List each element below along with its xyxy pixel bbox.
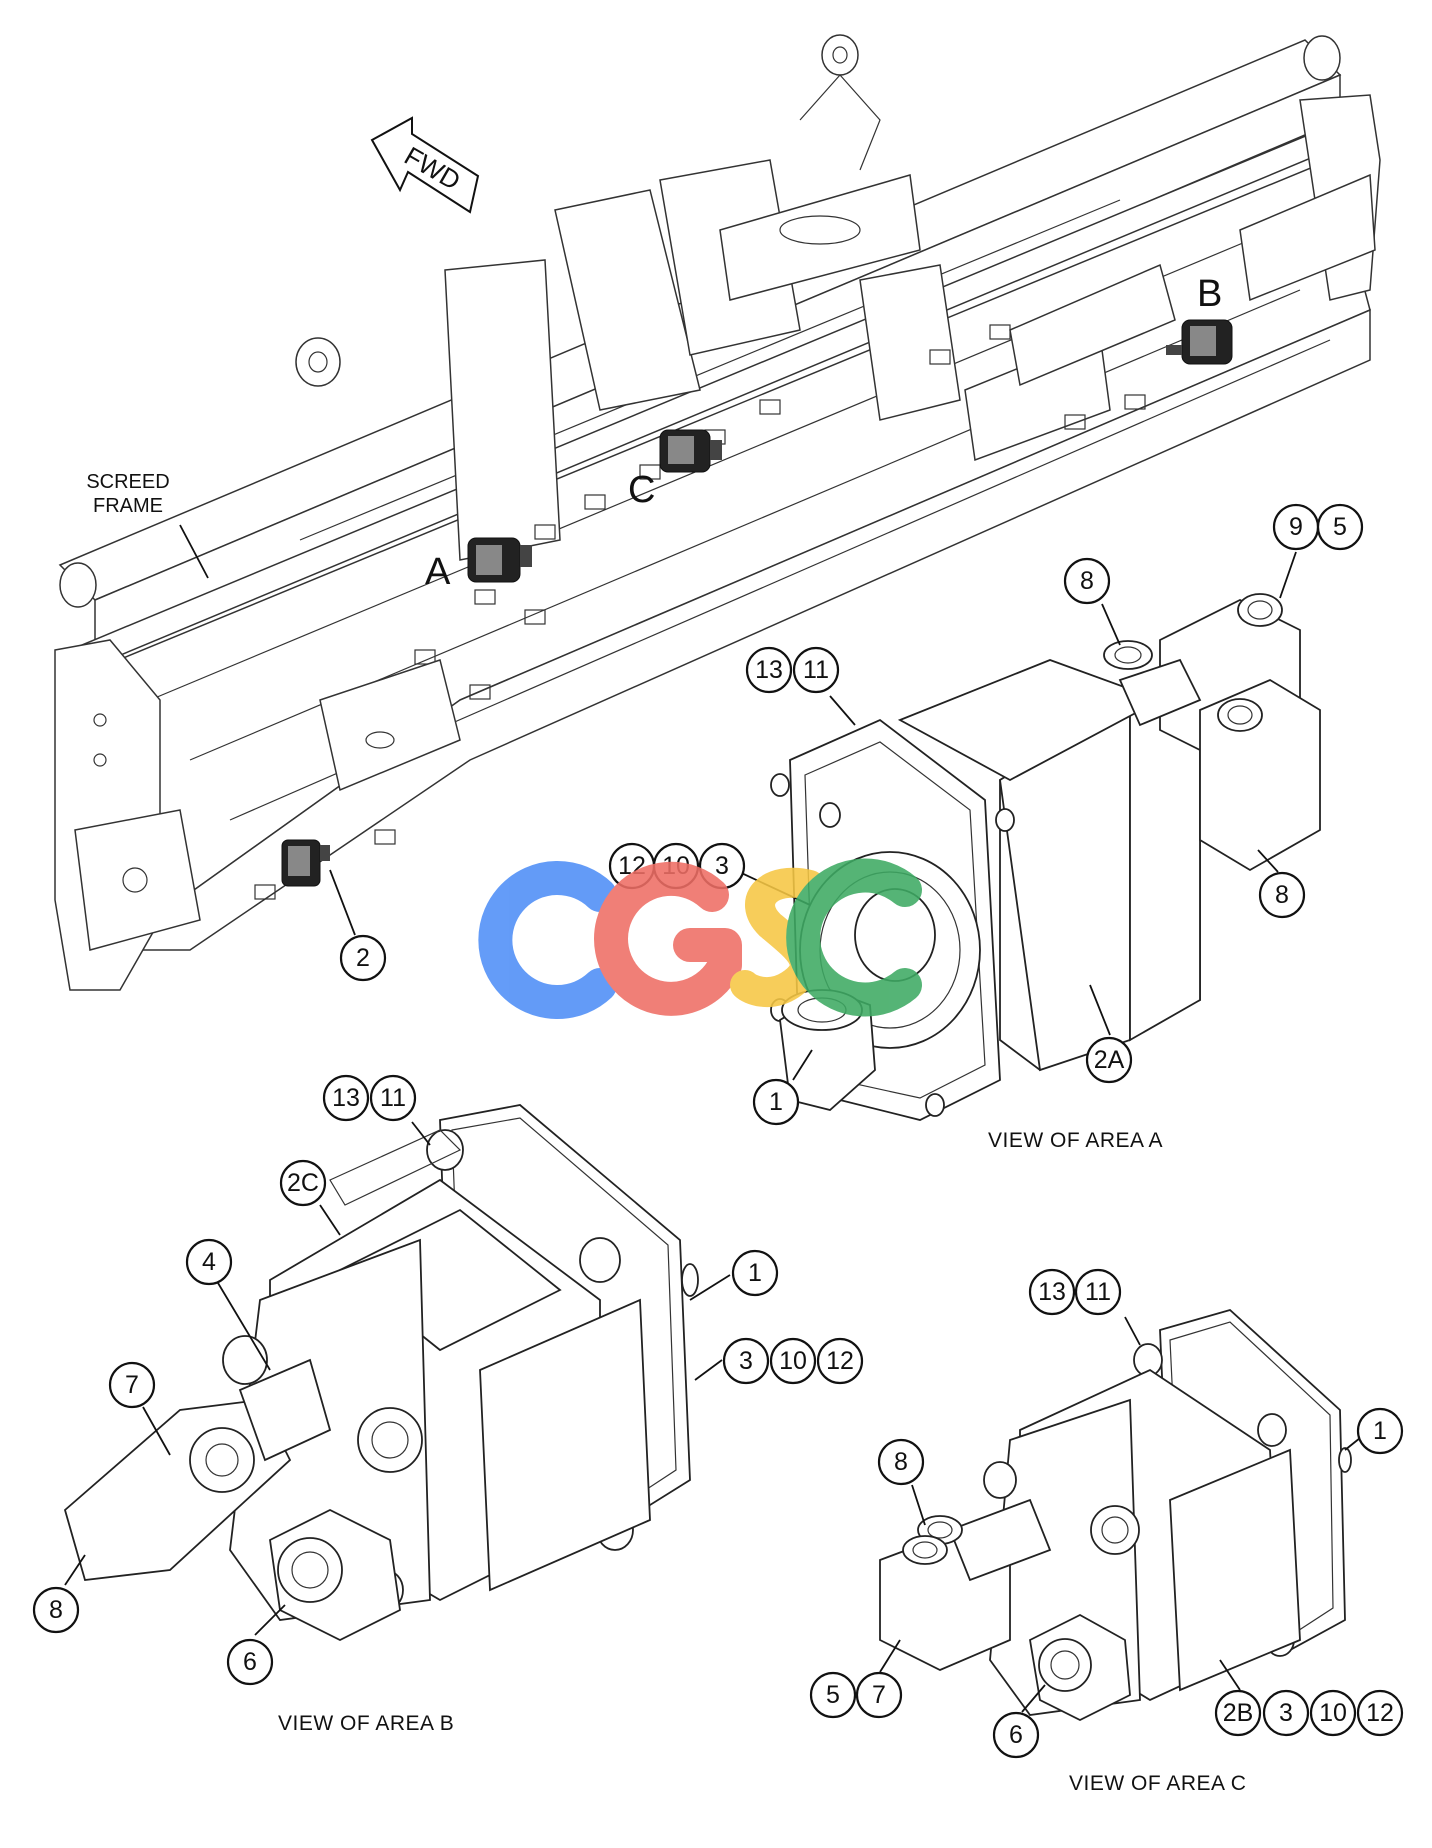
- callout-a-1: 1: [752, 1078, 800, 1126]
- motor-at-area-c: [659, 429, 722, 473]
- svg-text:6: 6: [1009, 1721, 1023, 1749]
- callout-b-3: 3: [722, 1337, 770, 1385]
- svg-text:3: 3: [1279, 1699, 1293, 1727]
- callout-a-8-right: 8: [1258, 871, 1306, 919]
- svg-text:11: 11: [1085, 1278, 1111, 1306]
- screed-frame-label-line1: SCREED: [86, 471, 169, 493]
- motor-at-area-b: [1166, 319, 1233, 365]
- svg-text:8: 8: [49, 1596, 63, 1624]
- svg-text:7: 7: [872, 1681, 886, 1709]
- svg-text:11: 11: [803, 656, 829, 684]
- caption-view-area-c: VIEW OF AREA C: [1069, 1772, 1246, 1795]
- callout-b-12: 12: [816, 1337, 864, 1385]
- svg-text:9: 9: [1289, 513, 1303, 541]
- svg-text:8: 8: [1080, 567, 1094, 595]
- callout-a-5: 5: [1316, 503, 1364, 551]
- svg-text:12: 12: [1366, 1699, 1394, 1727]
- callout-b-8: 8: [32, 1586, 80, 1634]
- svg-text:3: 3: [715, 852, 729, 880]
- callout-c-8: 8: [877, 1438, 925, 1486]
- view-area-b-motor: [63, 1104, 699, 1642]
- caption-view-area-b: VIEW OF AREA B: [278, 1712, 454, 1735]
- svg-text:7: 7: [125, 1371, 139, 1399]
- area-marker-a: A: [425, 551, 451, 593]
- svg-text:2: 2: [356, 944, 370, 972]
- callout-c-5: 5: [809, 1671, 857, 1719]
- svg-text:2B: 2B: [1223, 1699, 1254, 1727]
- svg-text:5: 5: [1333, 513, 1347, 541]
- motor-at-callout-2: [281, 839, 330, 887]
- callout-c-1: 1: [1356, 1407, 1404, 1455]
- svg-text:8: 8: [1275, 881, 1289, 909]
- svg-text:11: 11: [380, 1084, 406, 1112]
- callout-2: 2: [339, 934, 387, 982]
- svg-text:5: 5: [826, 1681, 840, 1709]
- svg-text:2A: 2A: [1094, 1046, 1125, 1074]
- forward-arrow-icon: FWD: [370, 116, 480, 214]
- svg-text:8: 8: [894, 1448, 908, 1476]
- svg-text:13: 13: [1038, 1278, 1066, 1306]
- callout-c-3: 3: [1262, 1689, 1310, 1737]
- svg-text:12: 12: [826, 1347, 854, 1375]
- callout-c-7: 7: [855, 1671, 903, 1719]
- callout-c-10: 10: [1309, 1689, 1357, 1737]
- callout-b-7: 7: [108, 1361, 156, 1409]
- callout-c-6: 6: [992, 1711, 1040, 1759]
- callout-a-11: 11: [792, 646, 840, 694]
- svg-text:2C: 2C: [287, 1169, 319, 1197]
- screed-frame-drawing: [54, 34, 1381, 991]
- svg-text:10: 10: [1319, 1699, 1347, 1727]
- svg-text:10: 10: [779, 1347, 807, 1375]
- callout-c-2b: 2B: [1214, 1689, 1262, 1737]
- callout-b-6: 6: [226, 1638, 274, 1686]
- cgsc-watermark-logo: [478, 858, 922, 1019]
- svg-text:4: 4: [202, 1248, 216, 1276]
- svg-text:3: 3: [739, 1347, 753, 1375]
- callout-b-1: 1: [731, 1249, 779, 1297]
- callout-c-11: 11: [1074, 1268, 1122, 1316]
- callout-a-8-top: 8: [1063, 557, 1111, 605]
- screed-frame-label-line2: FRAME: [93, 495, 163, 517]
- callout-c-12: 12: [1356, 1689, 1404, 1737]
- svg-text:1: 1: [1373, 1417, 1387, 1445]
- area-marker-c: C: [628, 469, 655, 511]
- callout-c-13: 13: [1028, 1268, 1076, 1316]
- callout-a-13: 13: [745, 646, 793, 694]
- svg-text:1: 1: [748, 1259, 762, 1287]
- callout-b-13: 13: [322, 1074, 370, 1122]
- caption-view-area-a: VIEW OF AREA A: [988, 1129, 1163, 1152]
- callout-b-11: 11: [369, 1074, 417, 1122]
- area-marker-b: B: [1197, 273, 1222, 315]
- view-area-c-motor: [879, 1308, 1352, 1722]
- svg-text:13: 13: [755, 656, 783, 684]
- callout-b-2c: 2C: [279, 1159, 327, 1207]
- callout-b-10: 10: [769, 1337, 817, 1385]
- svg-text:1: 1: [769, 1088, 783, 1116]
- callout-a-9: 9: [1272, 503, 1320, 551]
- callout-b-4: 4: [185, 1238, 233, 1286]
- callout-a-2a: 2A: [1085, 1036, 1133, 1084]
- view-area-a-motor: [770, 593, 1321, 1121]
- motor-at-area-a: [467, 537, 532, 583]
- svg-text:13: 13: [332, 1084, 360, 1112]
- svg-text:6: 6: [243, 1648, 257, 1676]
- screed-frame-label: SCREED FRAME: [86, 471, 209, 579]
